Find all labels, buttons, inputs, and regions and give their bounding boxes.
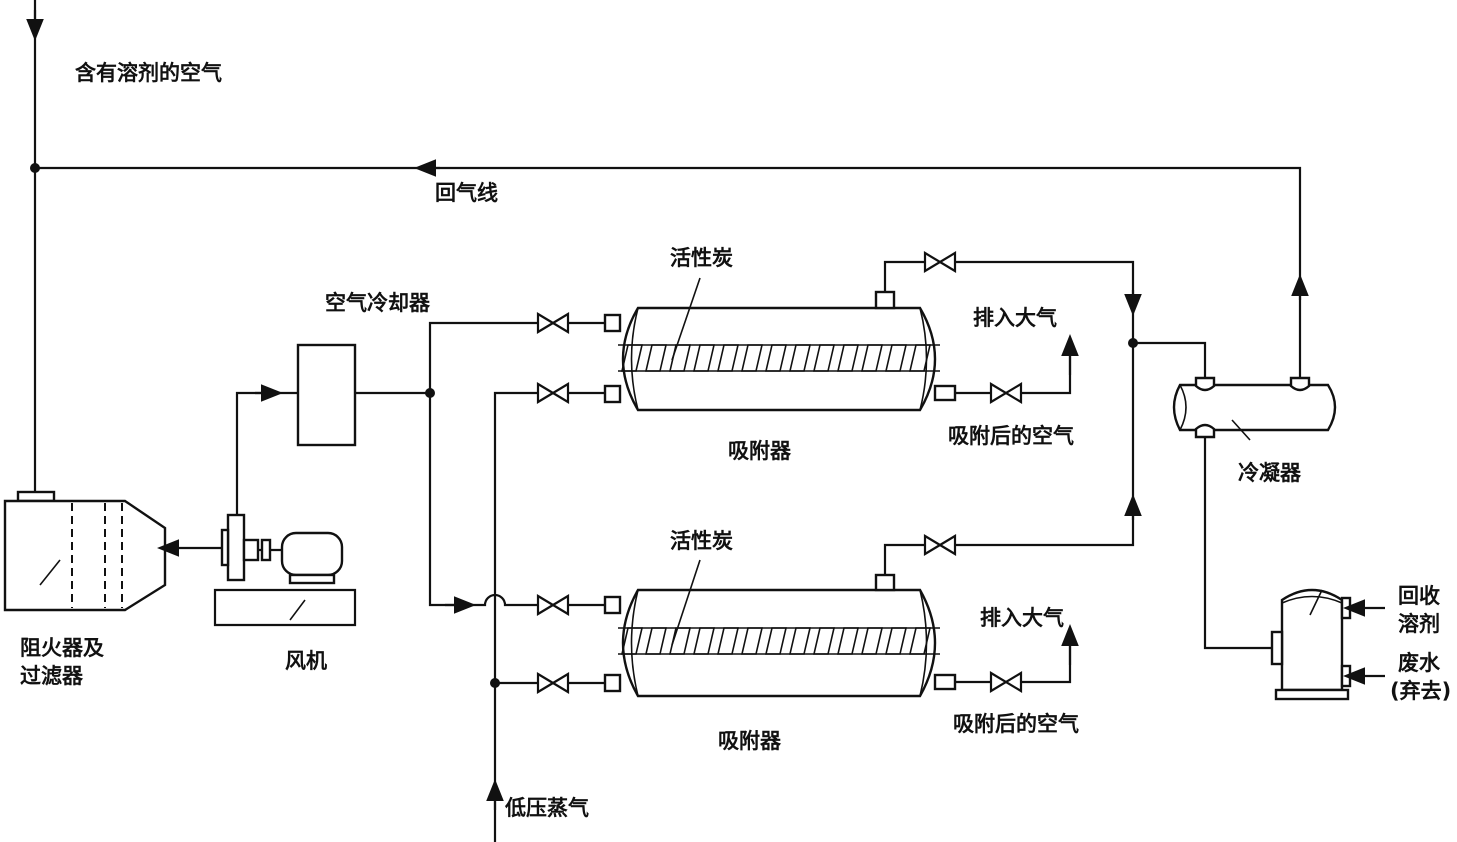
filter-label: 阻火器及 — [20, 636, 105, 660]
air-cooler — [296, 343, 357, 447]
carbon-hatch — [860, 344, 884, 372]
desorption-vapor-line — [883, 260, 1135, 575]
fan — [213, 513, 357, 627]
carbon-hatch — [644, 627, 668, 655]
fan-outlet-line — [235, 391, 298, 515]
condenser-label: 冷凝器 — [1238, 461, 1302, 485]
carbon-hatch — [860, 627, 884, 655]
steam-line — [486, 391, 605, 842]
waste-water-label: (弃去) — [1390, 679, 1451, 703]
low-pressure-steam-label: 低压蒸气 — [504, 796, 589, 820]
return-gas-line — [35, 159, 1309, 380]
carbon-hatch — [788, 627, 812, 655]
vent-line-2 — [955, 640, 1072, 684]
valve[interactable] — [989, 382, 1023, 404]
separator-tank — [1270, 588, 1352, 701]
adsorber-2 — [603, 559, 957, 698]
carbon-hatch — [740, 344, 764, 372]
activated-carbon-bed — [618, 344, 940, 372]
flame-arrester-filter — [3, 490, 167, 612]
fan-label: 风机 — [285, 649, 327, 673]
carbon-hatch — [716, 627, 740, 655]
adsorber-label-1: 吸附器 — [728, 439, 792, 463]
carbon-hatch — [716, 344, 740, 372]
return-line-label: 回气线 — [435, 181, 498, 205]
waste-water-label: 废水 — [1398, 651, 1441, 675]
carbon-hatch — [884, 344, 908, 372]
carbon-hatch — [836, 627, 860, 655]
valve[interactable] — [989, 671, 1023, 693]
carbon-hatch — [620, 627, 644, 655]
carbon-hatch — [620, 344, 644, 372]
carbon-hatch — [668, 627, 692, 655]
valve[interactable] — [536, 312, 570, 334]
condensate-line — [1203, 437, 1272, 650]
treated-air-label-2: 吸附后的空气 — [953, 712, 1079, 736]
carbon-label-1: 活性炭 — [670, 246, 733, 270]
carbon-hatch — [764, 344, 788, 372]
recovered-solvent-label: 溶剂 — [1398, 612, 1440, 636]
inlet-air-label: 含有溶剂的空气 — [75, 61, 222, 85]
carbon-hatch — [908, 344, 932, 372]
vent-label-2: 排入大气 — [980, 606, 1064, 630]
valve[interactable] — [923, 251, 957, 273]
treated-air-label-1: 吸附后的空气 — [948, 424, 1074, 448]
carbon-hatch — [692, 344, 716, 372]
carbon-hatch — [740, 627, 764, 655]
adsorber-1 — [603, 277, 957, 412]
feed-line-adsorber-2 — [428, 393, 605, 607]
valve[interactable] — [923, 534, 957, 556]
adsorber-label-2: 吸附器 — [718, 729, 782, 753]
carbon-hatch — [668, 344, 692, 372]
carbon-hatch — [764, 627, 788, 655]
carbon-hatch — [812, 344, 836, 372]
feed-line-adsorber-1 — [428, 321, 605, 393]
vent-line-1 — [955, 350, 1072, 395]
carbon-hatch — [788, 344, 812, 372]
condenser — [1172, 376, 1337, 441]
carbon-hatch — [644, 344, 668, 372]
carbon-hatch — [836, 344, 860, 372]
vent-label-1: 排入大气 — [973, 306, 1057, 330]
valve[interactable] — [536, 382, 570, 404]
carbon-hatch — [812, 627, 836, 655]
carbon-hatch — [884, 627, 908, 655]
activated-carbon-bed — [618, 627, 940, 655]
junction-dot — [490, 678, 500, 688]
recovered-solvent-label: 回收 — [1398, 584, 1440, 608]
air-cooler-label: 空气冷却器 — [325, 291, 431, 315]
carbon-label-2: 活性炭 — [670, 529, 733, 553]
filter-label: 过滤器 — [20, 664, 84, 688]
condenser-inlet-line — [1133, 341, 1207, 378]
carbon-hatch — [908, 627, 932, 655]
carbon-hatch — [692, 627, 716, 655]
valve[interactable] — [536, 672, 570, 694]
valve[interactable] — [536, 594, 570, 616]
